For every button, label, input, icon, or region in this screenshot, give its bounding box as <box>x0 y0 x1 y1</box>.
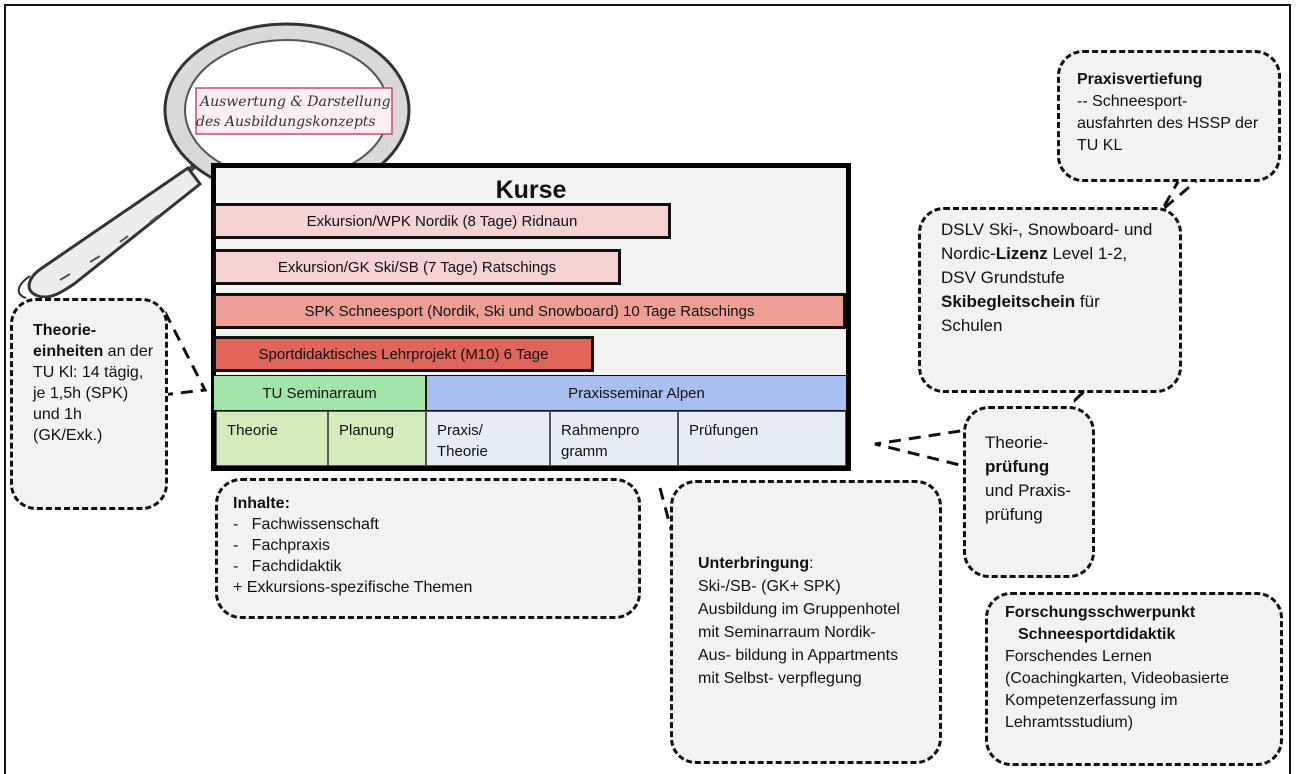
text-theorieeinheiten-bold: Theorie- einheiten <box>33 322 104 360</box>
callout-lizenz <box>918 207 1182 393</box>
lizenz-t3: für Schulen <box>941 292 1100 335</box>
unterbringung-title: Unterbringung <box>698 555 810 572</box>
callout-theorieeinheiten <box>10 298 168 510</box>
callout-unterbringung <box>670 480 942 764</box>
inhalte-item: - Fachpraxis <box>233 537 330 554</box>
text-pruefung: Theorie- prüfung und Praxis- prüfung <box>985 431 1081 527</box>
text-unterbringung: Unterbringung: Ski-/SB- (GK+ SPK) Ausbil… <box>698 552 908 690</box>
bar-spk-schneesport: SPK Schneesport (Nordik, Ski und Snowboa… <box>213 293 846 329</box>
callout-praxisvertiefung <box>1057 50 1281 182</box>
magnifier-handle <box>17 148 210 299</box>
lizenz-b2: Skibegleitschein <box>941 292 1076 311</box>
praxisvertiefung-body: -- Schneesport- ausfahrten des HSSP der … <box>1077 93 1259 154</box>
callout-inhalte <box>215 478 641 619</box>
inhalte-item: - Fachdidaktik <box>233 558 342 575</box>
cell-planung: Planung <box>328 411 426 466</box>
text-forschung: Forschungsschwerpunkt Schneesportdidakti… <box>1005 602 1271 734</box>
cell-theorie: Theorie <box>216 411 328 466</box>
lizenz-t1: DSLV Ski-, Snowboard- und Nordic- <box>941 220 1153 263</box>
magnifier-text-line2: des Ausbildungskonzepts <box>196 114 376 130</box>
pruefung-t2: und Praxis- prüfung <box>985 481 1071 524</box>
praxisseminar-alpen-header: Praxisseminar Alpen <box>426 375 847 411</box>
forschung-title1: Forschungsschwerpunkt <box>1005 604 1196 621</box>
text-praxisvertiefung: Praxisvertiefung -- Schneesport- ausfahr… <box>1077 69 1263 157</box>
callout-pruefung <box>963 406 1095 578</box>
forschung-title2: Schneesportdidaktik <box>1018 626 1176 643</box>
lizenz-b1: Lizenz <box>995 244 1048 263</box>
cell-praxis-theorie: Praxis/ Theorie <box>426 411 550 466</box>
magnifier-graphic: Auswertung & Darstellung des Ausbildungs… <box>17 22 411 299</box>
callout-forschung <box>985 592 1283 766</box>
lizenz-t2: Level 1-2, DSV Grundstufe <box>941 244 1128 287</box>
cell-rahmenprogramm: Rahmenpro gramm <box>550 411 678 466</box>
forschung-body: Forschendes Lernen (Coachingkarten, Vide… <box>1005 648 1229 731</box>
text-theorieeinheiten: Theorie- einheiten an der TU Kl: 14 tägi… <box>33 320 155 446</box>
bar-exkursion-wpk-nordik: Exkursion/WPK Nordik (8 Tage) Ridnaun <box>213 203 671 239</box>
kurse-title: Kurse <box>495 176 567 204</box>
magnifier-text-line1: Auswertung & Darstellung <box>198 94 391 110</box>
bar-exkursion-gk-ski-sb: Exkursion/GK Ski/SB (7 Tage) Ratschings <box>213 249 621 285</box>
tu-seminarraum-header: TU Seminarraum <box>213 375 426 411</box>
pruefung-b1: prüfung <box>985 457 1050 476</box>
praxisvertiefung-title: Praxisvertiefung <box>1077 71 1203 88</box>
unterbringung-body: Ski-/SB- (GK+ SPK) Ausbildung im Gruppen… <box>698 578 900 687</box>
cell-pruefungen: Prüfungen <box>678 411 846 466</box>
inhalte-item: + Exkursions-spezifische Themen <box>233 579 473 596</box>
bar-sportdidaktisches-lehrprojekt: Sportdidaktisches Lehrprojekt (M10) 6 Ta… <box>213 336 594 372</box>
inhalte-item: - Fachwissenschaft <box>233 516 379 533</box>
text-theorieeinheiten-rest: an der TU Kl: 14 tägig, je 1,5h (SPK) un… <box>33 343 154 444</box>
page-frame <box>4 4 1291 774</box>
text-lizenz: DSLV Ski-, Snowboard- und Nordic-Lizenz … <box>941 218 1161 338</box>
text-inhalte: Inhalte: - Fachwissenschaft - Fachpraxis… <box>233 493 633 598</box>
inhalte-title: Inhalte: <box>233 495 290 512</box>
inhalte-list: - Fachwissenschaft - Fachpraxis - Fachdi… <box>233 514 633 598</box>
pruefung-t1: Theorie- <box>985 433 1049 452</box>
unterbringung-colon: : <box>809 555 814 572</box>
